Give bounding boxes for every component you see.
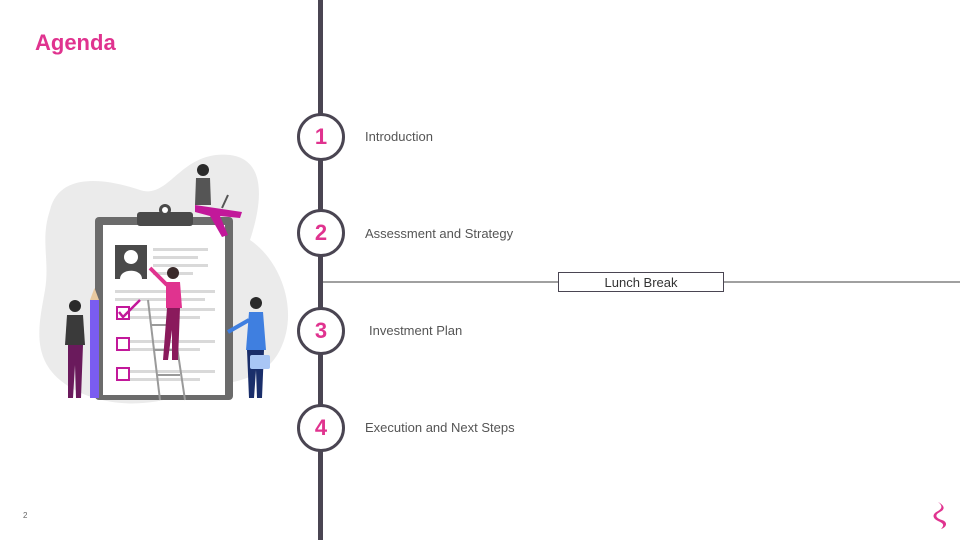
step-number-4: 4 xyxy=(297,404,345,452)
lunch-break-label: Lunch Break xyxy=(558,272,724,292)
step-label-1: Introduction xyxy=(365,129,433,144)
page-number: 2 xyxy=(23,511,28,520)
timeline-line xyxy=(318,0,323,540)
slide-title: Agenda xyxy=(35,30,116,55)
step-number-1: 1 xyxy=(297,113,345,161)
clipboard-checklist-people-illustration xyxy=(39,154,289,404)
step-label-4: Execution and Next Steps xyxy=(365,420,515,435)
brand-logo-icon xyxy=(933,502,947,529)
step-number-2: 2 xyxy=(297,209,345,257)
step-number-3: 3 xyxy=(297,307,345,355)
step-label-2: Assessment and Strategy xyxy=(365,226,514,241)
step-label-3: Investment Plan xyxy=(369,323,463,338)
